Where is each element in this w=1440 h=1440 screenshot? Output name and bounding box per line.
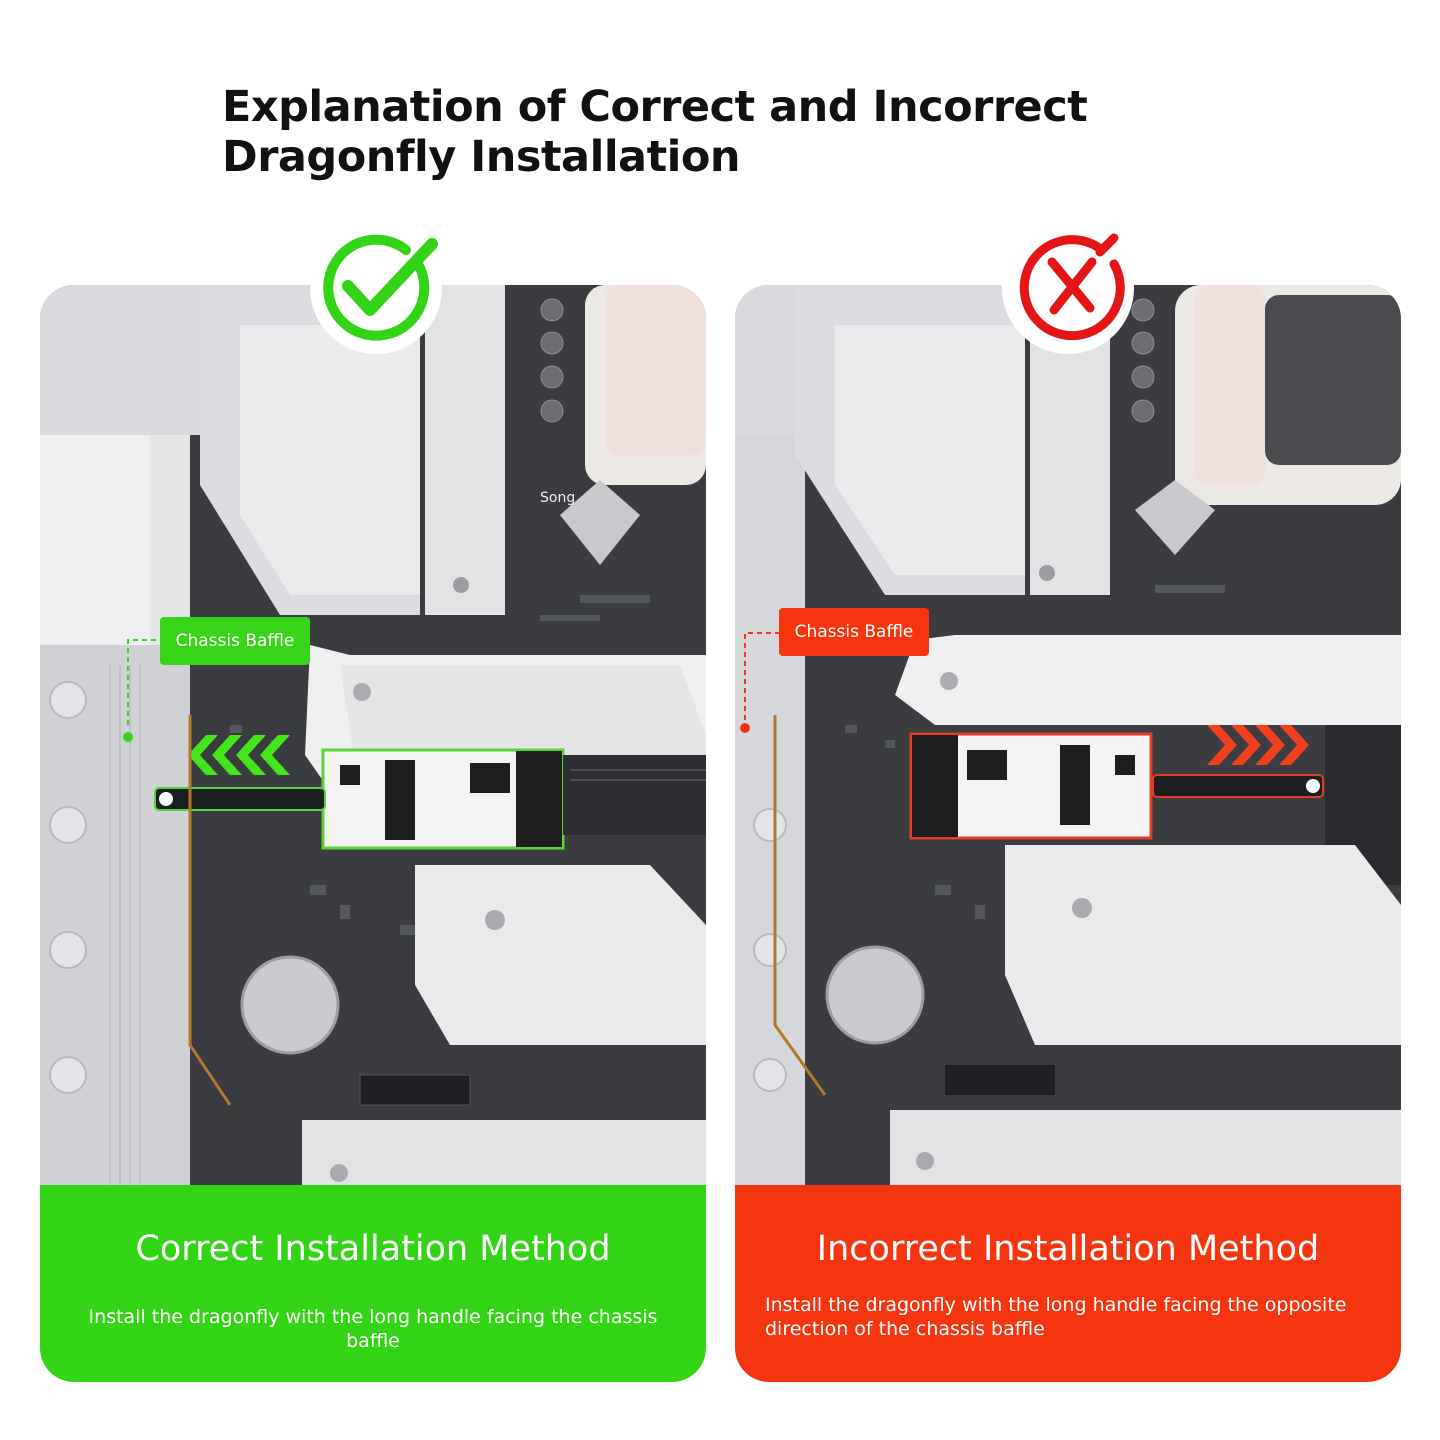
page-title: Explanation of Correct and Incorrect Dra… (222, 82, 1088, 182)
chassis-baffle-tag-correct: Chassis Baffle (160, 617, 310, 665)
check-circle-icon (310, 222, 442, 354)
incorrect-installation-card: Incorrect Installation Method Install th… (735, 285, 1401, 1382)
board-label: Song (540, 490, 576, 506)
correct-installation-card: Song Correct Installation Method Install… (40, 285, 706, 1382)
cross-circle-icon (1002, 222, 1134, 354)
motherboard-photo-incorrect (735, 285, 1401, 1185)
incorrect-footer: Incorrect Installation Method Install th… (735, 1185, 1401, 1382)
correct-heading: Correct Installation Method (135, 1229, 611, 1269)
incorrect-heading: Incorrect Installation Method (816, 1229, 1320, 1269)
chassis-baffle-tag-incorrect: Chassis Baffle (779, 608, 929, 656)
motherboard-photo-correct (40, 285, 706, 1185)
correct-footer: Correct Installation Method Install the … (40, 1185, 706, 1382)
incorrect-description: Install the dragonfly with the long hand… (765, 1294, 1347, 1340)
correct-description: Install the dragonfly with the long hand… (88, 1306, 658, 1352)
